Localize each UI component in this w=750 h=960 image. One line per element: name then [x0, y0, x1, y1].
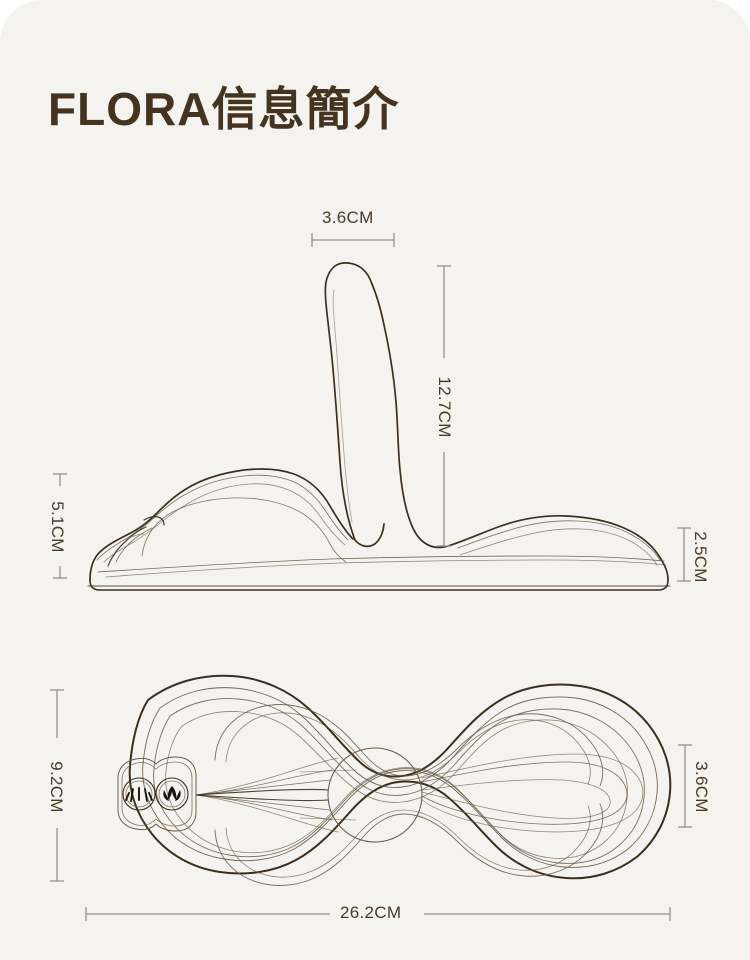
dimension-label-body-height: 5.1CM: [48, 501, 67, 553]
dimension-line-base-height: [677, 527, 691, 582]
dimension-label-arm-width: 3.6CM: [322, 208, 374, 227]
dimension-line-waist-width: [678, 744, 692, 828]
dimension-label-overall-length: 26.2CM: [340, 903, 402, 922]
dimension-label-body-width: 9.2CM: [47, 761, 66, 813]
page-title: FLORA信息簡介: [48, 83, 400, 135]
dimension-line-arm-width: [311, 233, 395, 247]
side-view-drawing: [87, 262, 671, 591]
dimension-label-arm-height: 12.7CM: [435, 376, 454, 438]
dimension-label-base-height: 2.5CM: [691, 531, 710, 583]
dimension-label-waist-width: 3.6CM: [692, 761, 711, 813]
bottom-view-drawing: [117, 674, 672, 886]
dimension-lines: [50, 233, 692, 921]
